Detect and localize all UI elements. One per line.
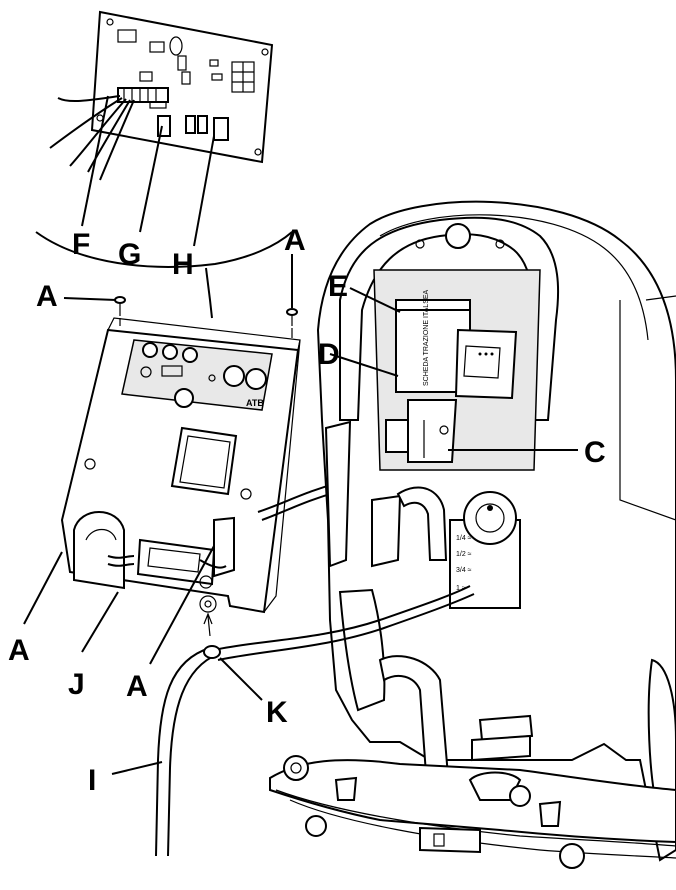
squeegee-assembly [269,755,676,869]
detail-view-arc [35,231,293,268]
leader-f [81,95,109,227]
callout-i: I [88,764,96,797]
callout-e: E [328,270,348,303]
dial-label-1: 1/4 ≈ [456,535,472,542]
callout-a-bottom-left: A [8,634,30,667]
callout-c: C [584,436,606,469]
screw-top-right [286,308,298,338]
scrubber-machine-body: SCHEDA TRAZIONE ITALSEA 1/4 ≈ 1/2 ≈ 3/4 … [316,200,676,862]
callout-a-top-left: A [36,280,58,313]
screw-top-left [114,296,126,326]
dial-label-3: 3/4 ≈ [456,567,472,574]
board-label: SCHEDA TRAZIONE ITALSEA [423,289,430,386]
callout-a-top-right: A [284,224,306,257]
leader-h [193,135,215,247]
leader-g [139,125,163,233]
callout-g: G [118,238,141,271]
callout-a-bottom-mid: A [126,670,148,703]
panel-logo-text: ATB [246,398,264,408]
callout-j: J [68,668,85,701]
callout-d: D [318,338,340,371]
dial-label-4: 1 ≈ [456,585,466,592]
drain-hose [155,585,475,857]
callout-leaders [23,254,578,775]
circuit-board [49,10,274,181]
callout-h: H [172,248,194,281]
detail-pointer [205,267,213,319]
dial-label-2: 1/2 ≈ [456,551,472,558]
callout-k: K [266,696,288,729]
control-panel-cover: ATB [60,317,301,614]
callout-f: F [72,228,90,261]
